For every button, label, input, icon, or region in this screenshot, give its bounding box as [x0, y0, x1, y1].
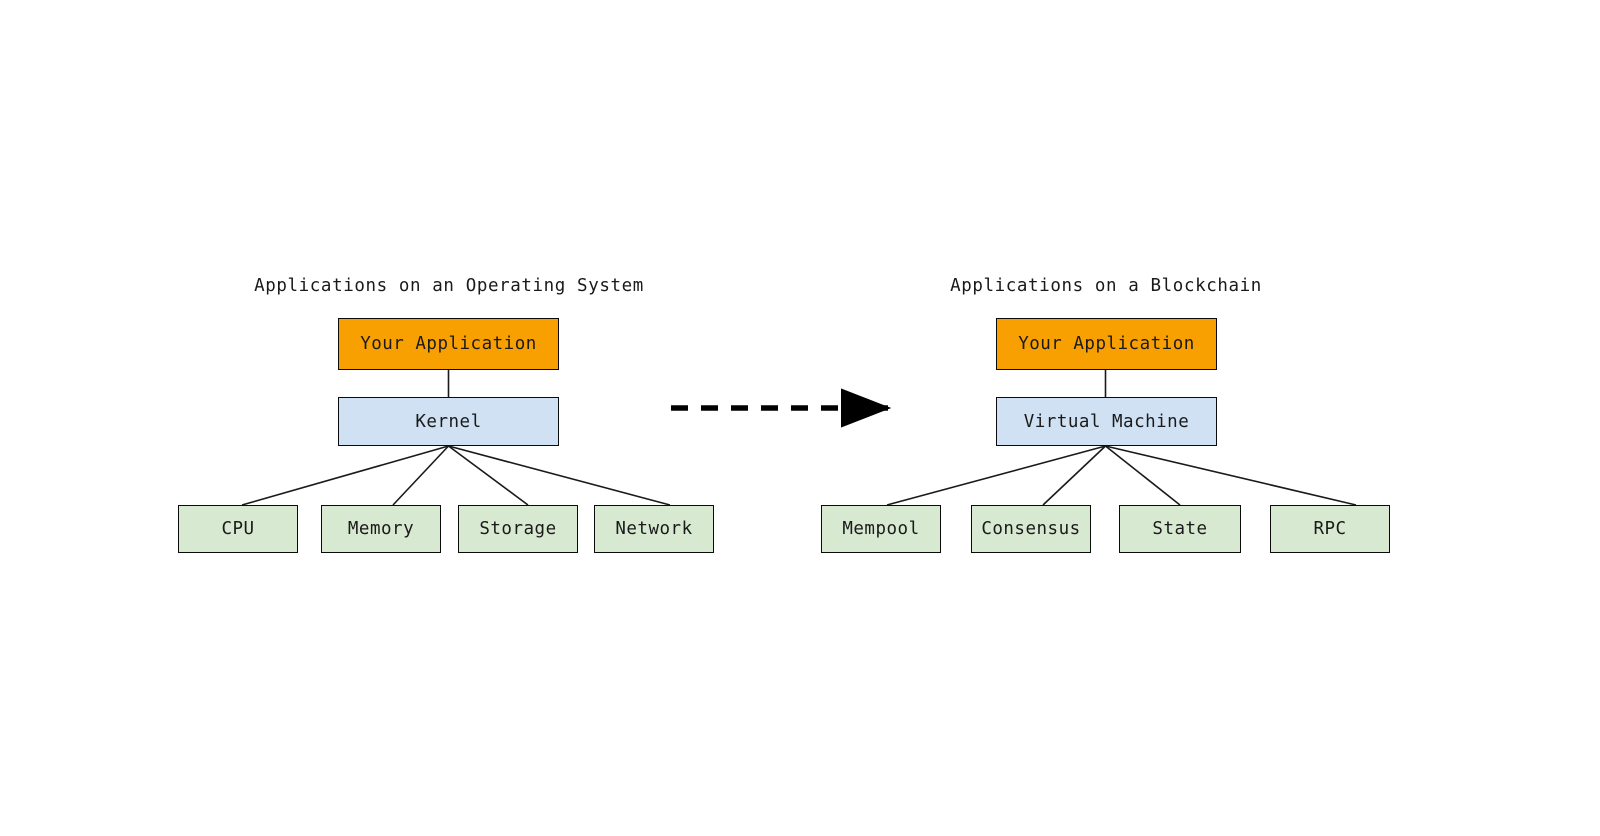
node-kernel[interactable]: Kernel — [338, 397, 559, 446]
edge-kernel-to-network — [448, 445, 671, 506]
edge-vm-to-mempool — [886, 445, 1106, 506]
node-mempool[interactable]: Mempool — [821, 505, 941, 553]
node-cpu[interactable]: CPU — [178, 505, 298, 553]
node-network[interactable]: Network — [594, 505, 714, 553]
node-memory[interactable]: Memory — [321, 505, 441, 553]
node-storage[interactable]: Storage — [458, 505, 578, 553]
node-state[interactable]: State — [1119, 505, 1241, 553]
edge-kernel-to-cpu — [241, 445, 449, 506]
edge-vm-to-consensus — [1042, 445, 1107, 506]
edge-kernel-to-storage — [448, 445, 529, 506]
edge-vm-to-rpc — [1105, 445, 1357, 506]
group-title-blockchain: Applications on a Blockchain — [950, 276, 1262, 296]
node-your-application-blockchain[interactable]: Your Application — [996, 318, 1217, 370]
edge-kernel-to-memory — [392, 445, 450, 506]
node-virtual-machine[interactable]: Virtual Machine — [996, 397, 1217, 446]
node-your-application-os[interactable]: Your Application — [338, 318, 559, 370]
edge-vm-to-state — [1105, 445, 1181, 506]
node-consensus[interactable]: Consensus — [971, 505, 1091, 553]
group-title-operating-system: Applications on an Operating System — [254, 276, 644, 296]
node-rpc[interactable]: RPC — [1270, 505, 1390, 553]
